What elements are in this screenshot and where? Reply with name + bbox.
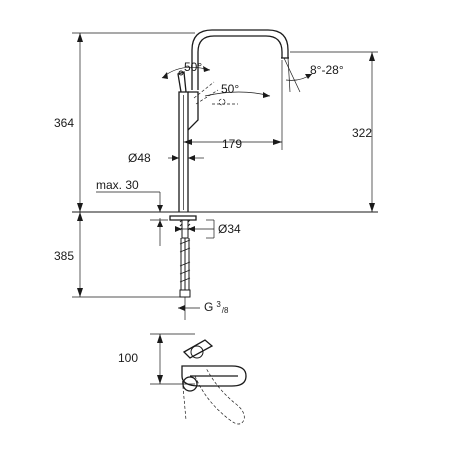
- body-plan-circle: [182, 376, 198, 392]
- thread-main: G: [204, 300, 213, 314]
- arc-arrow: [263, 92, 270, 98]
- body-cap: [187, 91, 199, 131]
- lever-tilt-tip: [218, 98, 226, 106]
- thread-sub: /8: [222, 306, 229, 315]
- hose-fitting: [179, 289, 191, 298]
- spout-swivel-dashed: [194, 367, 245, 425]
- hose-braid: [179, 239, 191, 283]
- angle-side: 50°: [221, 82, 239, 96]
- swivel-line: [283, 57, 301, 93]
- faucet-side-view: [72, 29, 378, 320]
- spout-plan: [181, 365, 247, 387]
- lever-handle: [177, 71, 187, 93]
- angle-swivel: 8°-28°: [310, 63, 344, 77]
- lever-plan-hub: [190, 345, 204, 359]
- dim-179: 179: [222, 137, 242, 151]
- dim-322: 322: [352, 126, 372, 140]
- angle-top: 50°: [184, 60, 202, 74]
- lever-tilt-dashed: [193, 81, 219, 105]
- dim-dia-48: Ø48: [128, 151, 151, 165]
- arc-arrow: [305, 74, 312, 79]
- dim-max-30: max. 30: [96, 178, 139, 192]
- mounting-nut: [169, 215, 197, 221]
- lever-tip: [178, 70, 184, 76]
- lever-plan: [182, 339, 214, 359]
- faucet-plan-view: [150, 333, 247, 425]
- arc-arrow: [162, 72, 168, 79]
- spout-outer: [191, 29, 289, 90]
- dim-100: 100: [118, 351, 138, 365]
- arc-arrow: [203, 66, 210, 72]
- dimension-lines: [77, 33, 375, 311]
- thread-sup: 3: [216, 300, 221, 309]
- swivel-line: [287, 57, 291, 93]
- dim-364: 364: [54, 116, 74, 130]
- dim-dia-34: Ø34: [218, 222, 241, 236]
- spout-inner: [197, 35, 283, 90]
- dim-385: 385: [54, 249, 74, 263]
- faucet-body: [178, 91, 189, 212]
